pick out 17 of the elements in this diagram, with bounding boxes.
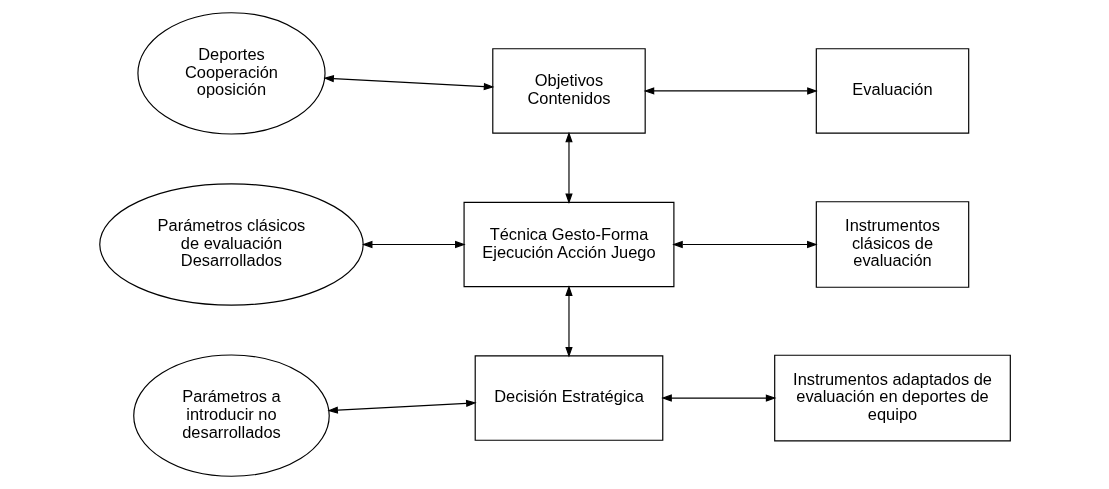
node-box: Instrumentos clásicos de evaluación [815,201,969,288]
arrow [660,394,776,402]
arrow [564,285,573,358]
node-ellipse: Parámetros clásicos de evaluación Desarrollados [98,183,364,306]
arrow [564,131,573,204]
node-box: Técnica Gesto-Forma Ejecución Acción Juego [463,201,674,288]
arrow [643,87,818,95]
node-box: Decisión Estratégica [474,355,663,441]
arrow [361,240,466,249]
node-ellipse: Deportes Cooperación oposición [136,12,326,135]
node-ellipse: Parámetros a introducir no desarrollados [132,354,330,477]
node-box: Evaluación [815,48,969,134]
node-box: Objetivos Contenidos [491,48,646,134]
arrow [671,240,818,249]
arrow [326,399,477,414]
node-box: Instrumentos adaptados de evaluación en deportes de equipo [773,354,1011,442]
arrow [322,75,494,91]
